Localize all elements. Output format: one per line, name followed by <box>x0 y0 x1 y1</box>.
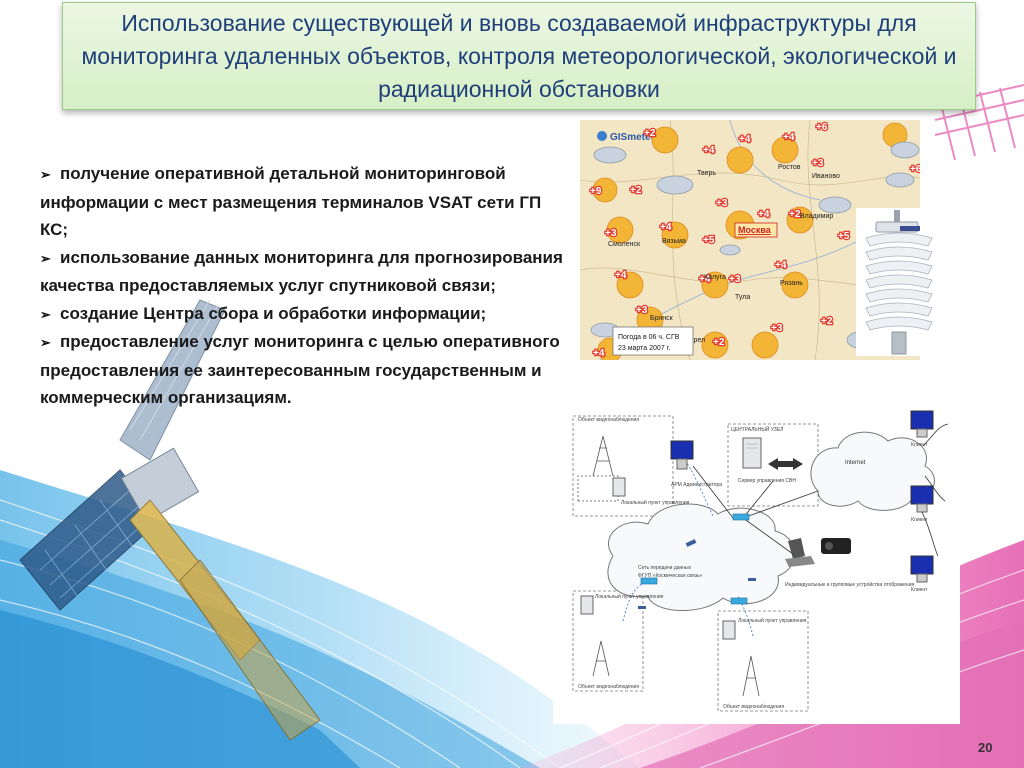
temperature-label: +4 <box>775 260 787 271</box>
bullet-item: ➢получение оперативной детальной монитор… <box>40 160 570 244</box>
arrow-bullet-icon: ➢ <box>40 250 51 266</box>
city-label: Калуга <box>704 274 726 281</box>
city-moscow: Москва <box>738 225 772 235</box>
arrow-bullet-icon: ➢ <box>40 335 51 350</box>
bullet-item: ➢предоставление услуг мониторинга с цель… <box>40 328 570 412</box>
server-label: Сервер управления СВН <box>738 478 796 484</box>
city-label: Вязьма <box>662 238 686 245</box>
bullet-text: использование данных мониторинга для про… <box>40 247 563 296</box>
temperature-label: +4 <box>783 132 795 143</box>
title-banner: Использование существующей и вновь созда… <box>62 2 976 110</box>
city-label: Рязань <box>780 280 803 287</box>
local-point-label: Локальный пункт управления <box>738 617 807 624</box>
local-point-label: Локальный пункт управления <box>595 593 664 600</box>
city-label: Иваново <box>812 173 840 180</box>
temperature-label: +2 <box>789 209 801 220</box>
object-label: Объект видеонаблюдения <box>578 684 639 690</box>
temperature-label: +3 <box>771 323 783 334</box>
network-label-2: ФГУП «Космическая связь» <box>638 573 703 579</box>
city-label: Смоленск <box>608 241 641 248</box>
temperature-labels: +2 +4 +4 +6 +4 +3 +6 +9 +2 +3 +4 +3 +2 +4 +5 +5 +4 +4 +3 +4… <box>589 121 920 360</box>
temperature-label: +4 <box>660 222 672 233</box>
temperature-label: +4 <box>739 134 751 145</box>
object-label: Объект видеонаблюдения <box>578 417 639 423</box>
client-label: Клиент <box>911 442 928 448</box>
temperature-label: +5 <box>838 231 850 242</box>
network-label-1: Сеть передачи данных <box>638 565 692 571</box>
arrow-bullet-icon: ➢ <box>40 306 51 322</box>
map-caption-line2: 23 марта 2007 г. <box>618 345 670 352</box>
map-caption-line1: Погода в 06 ч. СГВ <box>618 334 680 341</box>
map-logo: GISmeteo.ru <box>610 132 669 143</box>
bullet-item: ➢использование данных мониторинга для пр… <box>40 244 570 300</box>
temperature-label: +3 <box>636 305 648 316</box>
temperature-label: +4 <box>699 274 711 285</box>
bullet-text: предоставление услуг мониторинга с целью… <box>40 332 560 407</box>
internet-label: Internet <box>845 460 866 466</box>
client-label: Клиент <box>911 587 928 593</box>
slide-title: Использование существующей и вновь созда… <box>81 9 957 102</box>
temperature-label: +2 <box>630 185 642 196</box>
network-diagram: Internet Сеть передачи данных ФГУП «Косм… <box>553 406 960 724</box>
temperature-label: +6 <box>816 122 828 133</box>
temperature-label: +4 <box>615 270 627 281</box>
central-node-label: ЦЕНТРАЛЬНЫЙ УЗЕЛ <box>731 425 783 433</box>
bullet-text: создание Центра сбора и обработки информ… <box>60 303 487 323</box>
city-label: Ростов <box>778 164 801 171</box>
bullet-item: ➢ создание Центра сбора и обработки инфор… <box>40 300 570 329</box>
weather-sensor-image <box>856 208 942 356</box>
city-label: Тула <box>735 294 750 301</box>
temperature-label: +2 <box>644 128 656 139</box>
display-devices-label: Индивидуальные и групповые устройства от… <box>785 581 914 588</box>
object-label: Объект видеонаблюдения <box>723 704 784 710</box>
local-point-label: Локальный пункт управления <box>621 499 690 506</box>
temperature-label: +2 <box>821 316 833 327</box>
city-label: Орел <box>688 337 705 344</box>
temperature-label: +3 <box>605 228 617 239</box>
temperature-label: +4 <box>758 209 770 220</box>
bullet-text: получение оперативной детальной монитори… <box>40 164 542 239</box>
temperature-label: +2 <box>713 337 725 348</box>
temperature-label: +3 <box>812 158 824 169</box>
page-number: 20 <box>978 740 993 755</box>
temperature-label: +6 <box>910 164 920 175</box>
arrow-bullet-icon: ➢ <box>40 167 51 182</box>
temperature-label: +3 <box>729 274 741 285</box>
city-label: Тверь <box>697 170 716 177</box>
city-label: Брянск <box>650 315 674 322</box>
temperature-label: +3 <box>716 198 728 209</box>
temperature-label: +9 <box>590 186 602 197</box>
arm-label: АРМ Администратора <box>671 482 722 488</box>
bullet-list: ➢получение оперативной детальной монитор… <box>40 160 570 412</box>
city-label: Владимир <box>800 213 833 220</box>
temperature-label: +4 <box>593 348 605 359</box>
temperature-label: +5 <box>703 235 715 246</box>
client-label: Клиент <box>911 517 928 523</box>
temperature-label: +4 <box>703 145 715 156</box>
